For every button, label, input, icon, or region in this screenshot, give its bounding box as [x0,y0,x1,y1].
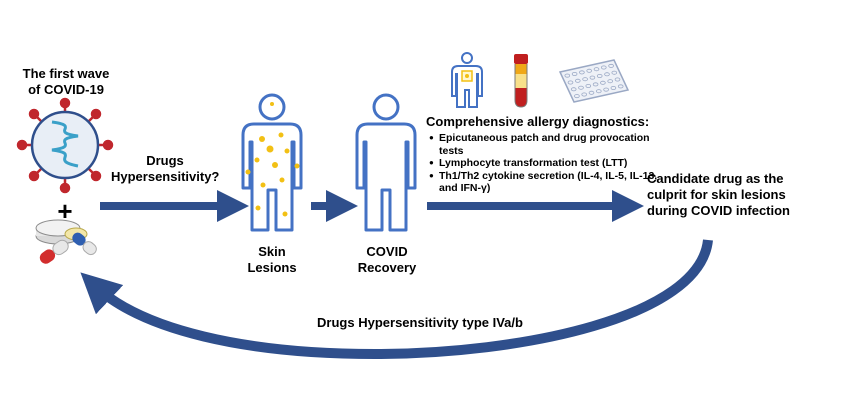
plate-well [589,75,596,80]
plate-well [600,80,606,85]
diagnostics-item-ltt: Lymphocyte transformation test (LTT) [429,157,662,170]
patch-test-person-icon [451,52,483,108]
plate-well [592,82,599,87]
person-with-lesions-icon [241,93,303,232]
plate-well [600,65,607,70]
candidate-drug-label: Candidate drug as the culprit for skin l… [647,171,790,218]
plate-well [574,94,580,99]
plate-well [571,72,578,77]
return-arrow-label: Drugs Hypersensitivity type IVa/b [317,315,523,330]
blood-tube-icon [514,54,528,108]
skin-lesions-label: Skin Lesions [247,244,297,275]
drugs-hypersensitivity-question: Drugs Hypersensitivity? [111,153,220,184]
plate-well [603,87,609,92]
plate-well [579,70,585,75]
recovered-person-icon [355,93,417,232]
plate-well [611,70,618,75]
diagnostics-item-patch: Epicutaneous patch and drug provocation … [429,132,662,157]
plate-well [608,63,614,68]
plate-well [593,67,600,72]
plate-well [588,90,595,95]
plate-well [582,77,588,82]
plate-well [567,80,574,85]
plate-well [604,72,610,77]
plate-well [578,85,584,90]
plate-well [585,84,592,89]
diagnostics-item-cytokine: Th1/Th2 cytokine secretion (IL-4, IL-5, … [429,170,662,195]
virus-icon [16,97,114,194]
diagnostics-title: Comprehensive allergy diagnostics: [426,114,650,129]
pills-icon [35,219,97,264]
allergy-diagnostics-block: Comprehensive allergy diagnostics: Epicu… [426,114,662,195]
well-plate-icon [558,59,630,103]
plate-well [617,84,624,89]
diagnostics-list: Epicutaneous patch and drug provocation … [429,132,662,195]
plate-well [570,87,577,92]
plate-well [574,78,581,83]
plate-well [595,89,602,94]
plate-well [596,74,603,79]
return-arrow [80,239,713,360]
plate-well [586,68,592,73]
plate-well [564,73,571,78]
plate-well [610,86,617,91]
plus-sign: + [57,196,72,226]
plate-well [607,79,613,84]
plate-well [581,92,587,97]
lesion-spots [245,102,300,217]
covid-recovery-label: COVID Recovery [357,244,417,275]
plate-well [614,77,621,82]
first-wave-label: The first wave of COVID-19 [22,66,110,97]
